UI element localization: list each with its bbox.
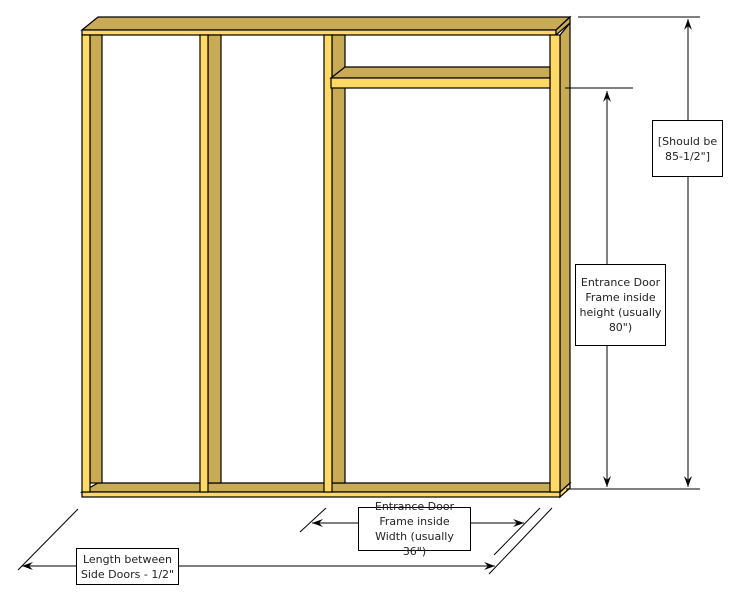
stud-3 <box>323 34 346 493</box>
stud-right <box>549 21 571 494</box>
door-width-label: Entrance Door Frame inside Width (usuall… <box>358 500 471 558</box>
bottom-plate-front <box>81 491 561 498</box>
top-plate-top <box>80 16 572 31</box>
top-plate-front <box>81 29 557 36</box>
header-top <box>329 66 551 79</box>
total-height-label: [Should be 85-1/2"] <box>652 120 723 177</box>
stud-2 <box>199 34 222 493</box>
wood-frame <box>79 15 572 499</box>
header-front <box>330 77 551 89</box>
stud-left <box>81 34 103 493</box>
door-height-label: Entrance Door Frame inside height (usual… <box>575 264 666 346</box>
wall-length-label: Length between Side Doors - 1/2" <box>76 548 179 585</box>
